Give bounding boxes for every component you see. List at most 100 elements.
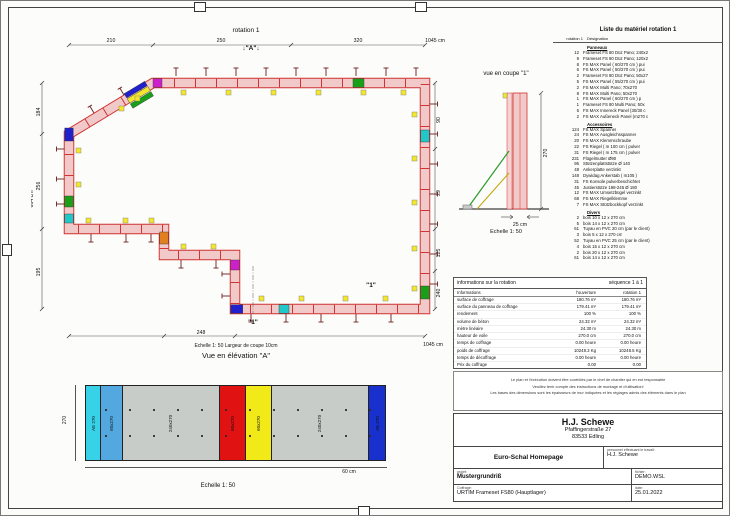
section-height-dim: 270	[543, 149, 549, 158]
material-section-header: Divers	[587, 209, 601, 215]
file-value: DEMO.WSL	[635, 474, 665, 480]
margin-mark	[194, 2, 206, 12]
elevation-panel: 240x270	[272, 386, 369, 460]
elevation-panel: AE 270	[86, 386, 101, 460]
section-width-dim: 25 cm	[513, 222, 527, 228]
elevation-dim-line	[85, 467, 387, 468]
prop-heads	[75, 89, 418, 302]
dimension-ticks	[39, 42, 438, 339]
elevation-title: Vue en élévation "A"	[201, 351, 270, 360]
dimension-label: 29	[436, 190, 442, 196]
elevation-panel: 60x270	[246, 386, 272, 460]
project-label: projet:	[457, 470, 467, 474]
dimension-label: 90	[436, 117, 442, 123]
dimension-label: 1045 cm	[423, 342, 443, 348]
elevation-panel: 60x270	[101, 386, 123, 460]
section-scale-caption: Echelle 1: 50	[490, 229, 522, 235]
filler-panels	[64, 78, 430, 314]
info-table-title: informations sur la rotation séquence 1 …	[454, 278, 646, 289]
elevation-height-dim: 270	[62, 415, 69, 425]
material-section-header: Accessoires	[587, 121, 613, 127]
wall-outline	[63, 77, 431, 315]
disclaimer-line: Veuillez tenir compte des instructions d…	[532, 383, 644, 389]
worker-value: H.J. Schewe	[607, 452, 638, 458]
company-address-line2: 83533 Edling	[571, 433, 605, 440]
material-col-count: rotation 1	[566, 36, 583, 41]
info-table: informations sur la rotation séquence 1 …	[453, 277, 647, 370]
margin-mark	[415, 2, 427, 12]
section-view-title: vue en coupe "1"	[483, 71, 529, 77]
date-value: 25.01.2022	[635, 490, 663, 496]
dimension-label: 256	[36, 182, 42, 191]
elevation-dim-line	[75, 385, 76, 461]
brace-strut	[466, 150, 510, 210]
title-block: H.J. Schewe Pfaffingerstraße 27 83533 Ed…	[453, 413, 723, 502]
dimension-label: 184	[36, 108, 42, 117]
dimension-label: 1045 cm	[425, 38, 445, 44]
dimension-label: 240	[436, 289, 442, 298]
plan-title: rotation 1	[232, 27, 260, 34]
elevation-panel: 240x270	[123, 386, 220, 460]
section-marker-a: ↓"A"↓	[242, 45, 259, 52]
file-cell: fichier: DEMO.WSL	[632, 469, 722, 484]
info-title-right: séquence 1 à 1	[608, 280, 643, 286]
dimension-label: 125	[436, 249, 442, 258]
section-dim-lines	[501, 90, 544, 220]
disclaimer-line: Le plan et l'exécution doivent être cont…	[510, 377, 666, 382]
dimension-label: 664 cm	[31, 190, 35, 207]
section-marker-1: "1"	[248, 319, 258, 326]
material-list-title: Liste du matériel rotation 1	[599, 27, 677, 33]
company-header: H.J. Schewe Pfaffingerstraße 27 83533 Ed…	[454, 414, 722, 447]
dimension-label: 250	[217, 38, 226, 44]
info-col-label: Informations	[457, 290, 481, 295]
date-cell: date: 25.01.2022	[632, 485, 722, 502]
elevation-scale-caption: Echelle 1: 50	[200, 483, 236, 489]
disclaimer-note: Le plan et l'exécution doivent être cont…	[453, 371, 723, 411]
margin-mark	[2, 244, 12, 256]
company-address-line1: Pfaffingerstraße 27	[564, 427, 612, 433]
info-title-left: informations sur la rotation	[457, 280, 516, 286]
info-col-rotation: rotation 1	[623, 290, 641, 295]
project-cell: projet: Mustergrundriß	[454, 469, 632, 484]
prop-head	[502, 92, 508, 99]
elevation-panel: 60x270	[220, 386, 246, 460]
material-col-designation: Désignation	[587, 36, 609, 41]
brace-strut	[476, 172, 510, 210]
